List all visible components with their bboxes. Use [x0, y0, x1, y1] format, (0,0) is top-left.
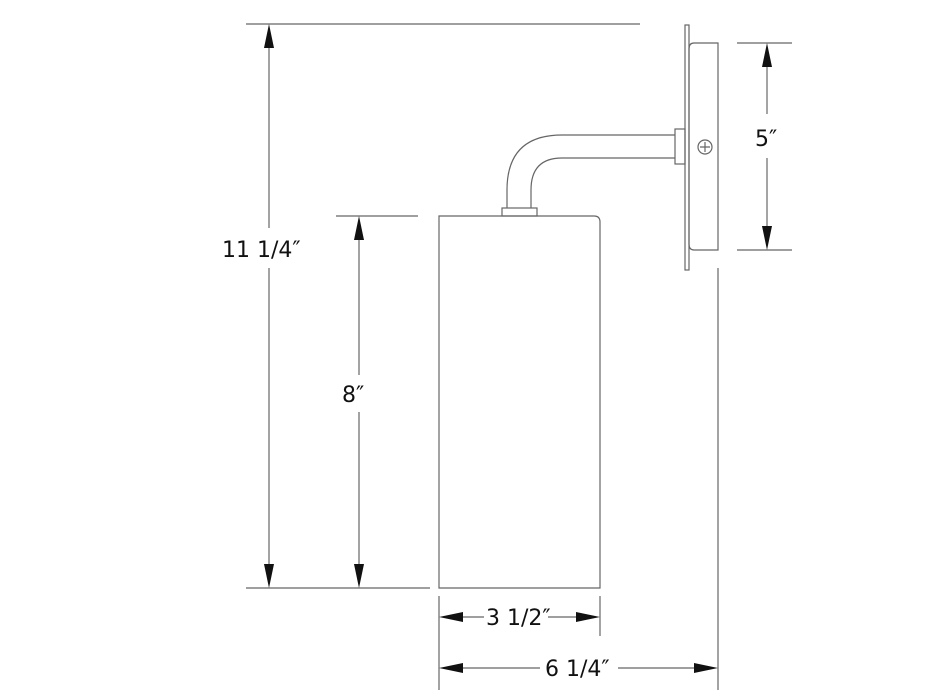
- arrowhead-shade-width-right: [576, 612, 600, 622]
- backplate: [688, 42, 719, 251]
- arrowhead-shade-top: [354, 216, 364, 240]
- overall-depth-label: 6 1/4″: [545, 657, 610, 682]
- arrowhead-overall-top: [264, 24, 274, 48]
- arrowhead-depth-left: [439, 663, 463, 673]
- arrowhead-depth-right: [694, 663, 718, 673]
- arm-collar: [501, 207, 538, 217]
- shade-width-label: 3 1/2″: [486, 606, 551, 631]
- backplate-height-label: 5″: [755, 127, 777, 152]
- arrowhead-backplate-bottom: [762, 226, 772, 250]
- overall-height-label: 11 1/4″: [222, 238, 301, 263]
- shade-height-label: 8″: [342, 383, 364, 408]
- arrowhead-shade-width-left: [439, 612, 463, 622]
- arm-mount: [674, 128, 686, 165]
- arrowhead-overall-bottom: [264, 564, 274, 588]
- arrowhead-shade-bottom: [354, 564, 364, 588]
- lamp-shade: [438, 215, 601, 589]
- screw-cross: [700, 142, 710, 152]
- screw-icon: [697, 139, 713, 155]
- arm-inner-curve: [530, 157, 675, 208]
- arm-outer-curve: [506, 134, 675, 208]
- arrowhead-backplate-top: [762, 43, 772, 67]
